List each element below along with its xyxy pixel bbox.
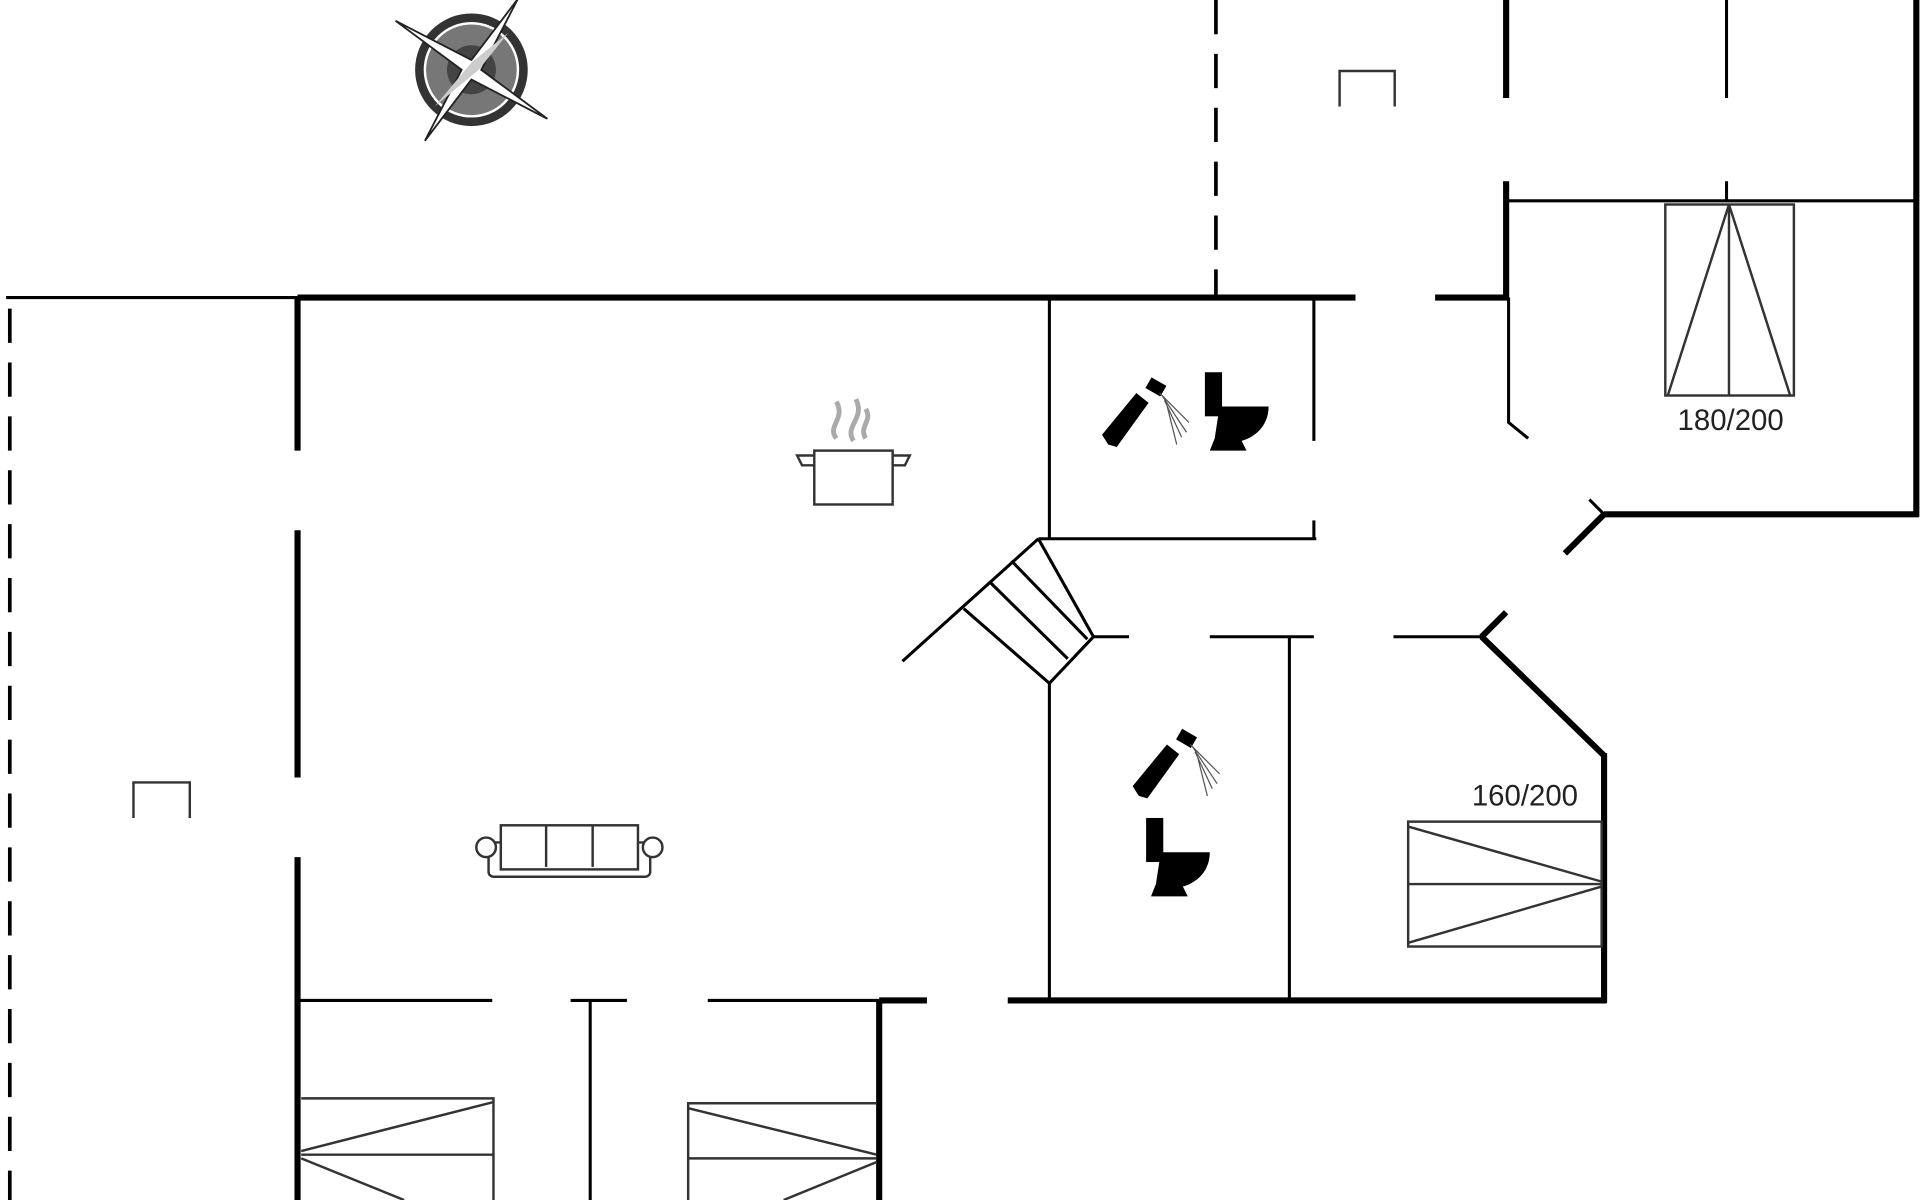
shower-icon (1132, 728, 1221, 799)
bed-160-200: 160/200 (1406, 780, 1603, 948)
toilet-icon (1204, 372, 1269, 451)
sofa-icon (475, 824, 664, 878)
door-marker (132, 69, 1396, 818)
toilet-icon (1146, 817, 1210, 897)
bed-180-200: 180/200 (1664, 203, 1796, 437)
bed-size-label: 160/200 (1472, 780, 1578, 813)
compass-icon (394, 0, 548, 142)
bed-size-label: 180/200 (1678, 404, 1784, 437)
kitchen-pot-icon (795, 398, 912, 506)
bed-single-right (686, 1102, 878, 1200)
bed-single-left (300, 1097, 495, 1200)
shower-icon (1102, 377, 1190, 447)
walls (6, 0, 1920, 1200)
